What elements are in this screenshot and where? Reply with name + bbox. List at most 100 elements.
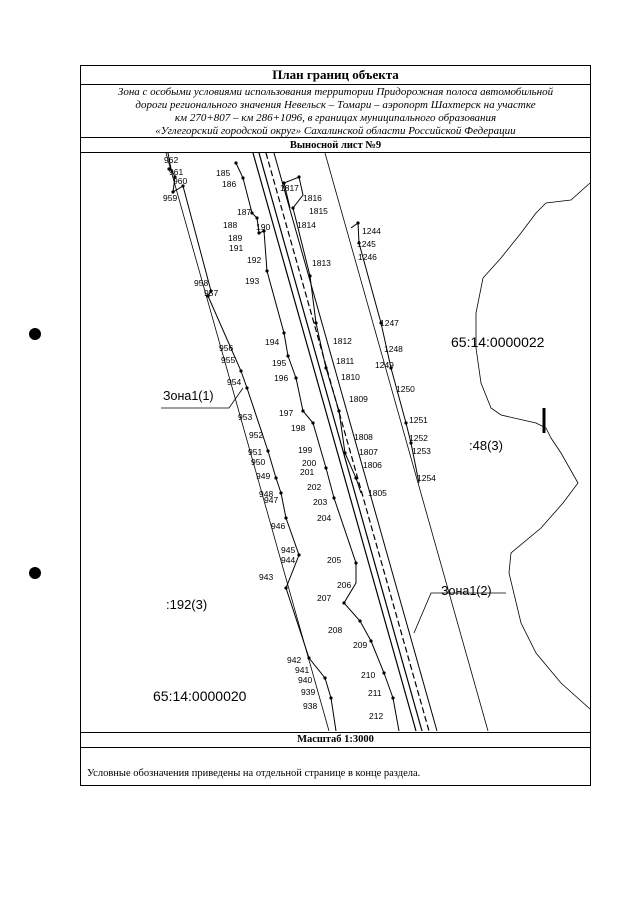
vertex-dot <box>206 294 210 298</box>
vertex-dot <box>308 274 312 278</box>
center-right-vertex-label-1811: 1811 <box>336 356 355 366</box>
center-left-vertex-label-189: 189 <box>228 233 242 243</box>
center-left-vertex-label-192: 192 <box>247 255 261 265</box>
vertex-dot <box>324 366 328 370</box>
right-vertex-label-1247: 1247 <box>380 318 399 328</box>
vertex-dot <box>409 441 413 445</box>
center-left-vertex-label-187: 187 <box>237 207 251 217</box>
vertex-dot <box>343 451 347 455</box>
center-left-vertex-label-199: 199 <box>298 445 312 455</box>
zone-boundary-left <box>167 152 337 732</box>
center-right-vertex-label-1805: 1805 <box>368 488 387 498</box>
vertex-dot <box>379 321 383 325</box>
vertex-dot <box>284 586 288 590</box>
center-left-vertex-label-206: 206 <box>337 580 351 590</box>
vertex-dot <box>173 175 177 179</box>
description-line-4: «Углегорский городской округ» Сахалинско… <box>155 125 516 137</box>
right-vertex-label-1250: 1250 <box>396 384 415 394</box>
center-left-vertex-label-186: 186 <box>222 179 236 189</box>
vertex-points <box>167 161 413 700</box>
center-right-vertex-label-1814: 1814 <box>297 220 316 230</box>
description-line-1: Зона с особыми условиями использования т… <box>117 86 554 98</box>
left-vertex-label-945: 945 <box>281 545 295 555</box>
vertex-dot <box>332 496 336 500</box>
vertex-dot <box>404 421 408 425</box>
center-left-vertex-label-201: 201 <box>300 467 314 477</box>
center-right-vertex-label-1817: 1817 <box>280 183 299 193</box>
zone-label-zona1-1: Зона1(1) <box>163 389 214 403</box>
center-left-vertex-label-207: 207 <box>317 593 331 603</box>
zone-label-zona1-2: Зона1(2) <box>441 584 492 598</box>
vertex-dot <box>209 289 213 293</box>
center-left-vertex-label-196: 196 <box>274 373 288 383</box>
left-vertex-label-958: 958 <box>194 278 208 288</box>
center-left-vertex-label-211: 211 <box>368 688 382 698</box>
left-vertex-label-951: 951 <box>248 447 262 457</box>
left-vertex-label-946: 946 <box>271 521 285 531</box>
vertex-dot <box>389 366 393 370</box>
vertex-dot <box>286 354 290 358</box>
vertex-dot <box>257 231 261 235</box>
left-vertex-label-949: 949 <box>256 471 270 481</box>
left-vertex-label-948: 948 <box>259 489 273 499</box>
cadastral-boundary-right <box>475 182 591 710</box>
left-vertex-label-953: 953 <box>238 412 252 422</box>
left-vertex-label-955: 955 <box>221 355 235 365</box>
vertex-dot <box>337 409 341 413</box>
vertex-dot <box>297 553 301 557</box>
zone-boundary-center-left <box>235 162 400 732</box>
vertex-dot <box>294 376 298 380</box>
center-left-vertex-label-194: 194 <box>265 337 279 347</box>
road-edge-2 <box>258 152 423 732</box>
left-vertex-label-954: 954 <box>227 377 241 387</box>
legend-note: Условные обозначения приведены на отдель… <box>87 768 421 779</box>
left-vertex-label-940: 940 <box>298 675 312 685</box>
right-vertex-label-1254: 1254 <box>417 473 436 483</box>
zone-boundary-center-right <box>283 176 362 494</box>
map-scale: Масштаб 1:3000 <box>81 732 590 747</box>
center-right-vertex-label-1808: 1808 <box>354 432 373 442</box>
description-line-3: км 270+807 – км 286+1096, в границах мун… <box>174 112 497 124</box>
road-axis <box>265 152 430 732</box>
zone-boundary-right <box>350 222 420 484</box>
center-left-vertex-label-191: 191 <box>229 243 243 253</box>
footer-divider <box>81 747 590 748</box>
road-edge-1 <box>252 152 417 732</box>
center-right-vertex-label-1807: 1807 <box>359 447 378 457</box>
parcel-label-48-3: :48(3) <box>469 438 503 453</box>
vertex-dot <box>354 561 358 565</box>
left-vertex-label-962: 962 <box>164 155 178 165</box>
plan-title: План границ объекта <box>81 66 590 85</box>
vertex-dot <box>307 656 311 660</box>
center-right-vertex-label-1815: 1815 <box>309 206 328 216</box>
left-vertex-label-939: 939 <box>301 687 315 697</box>
center-left-vertex-label-202: 202 <box>307 482 321 492</box>
left-vertex-label-942: 942 <box>287 655 301 665</box>
center-left-vertex-label-204: 204 <box>317 513 331 523</box>
boundary-map: 9629619609599589579569559549539529519509… <box>153 152 591 732</box>
vertex-dot <box>239 369 243 373</box>
left-vertex-label-961: 961 <box>169 167 183 177</box>
parcel-label-192-3: :192(3) <box>166 597 207 612</box>
center-left-vertex-label-198: 198 <box>291 423 305 433</box>
vertex-dot <box>354 476 358 480</box>
center-left-vertex-label-193: 193 <box>245 276 259 286</box>
vertex-dot <box>282 181 286 185</box>
center-left-vertex-label-210: 210 <box>361 670 375 680</box>
vertex-dot <box>274 476 278 480</box>
center-right-vertex-label-1809: 1809 <box>349 394 368 404</box>
vertex-dot <box>391 696 395 700</box>
plan-sheet: План границ объекта Зона с особыми услов… <box>80 65 591 786</box>
left-vertex-label-959: 959 <box>163 193 177 203</box>
vertex-dot <box>284 516 288 520</box>
center-left-vertex-label-195: 195 <box>272 358 286 368</box>
center-right-vertex-label-1812: 1812 <box>333 336 352 346</box>
vertex-dot <box>358 619 362 623</box>
row-line-right <box>324 152 489 732</box>
description-line-2: дороги регионального значения Невельск –… <box>135 99 536 111</box>
vertex-dot <box>266 449 270 453</box>
vertex-dot <box>329 696 333 700</box>
zone-description: Зона с особыми условиями использования т… <box>81 85 590 138</box>
vertex-dot <box>245 386 249 390</box>
